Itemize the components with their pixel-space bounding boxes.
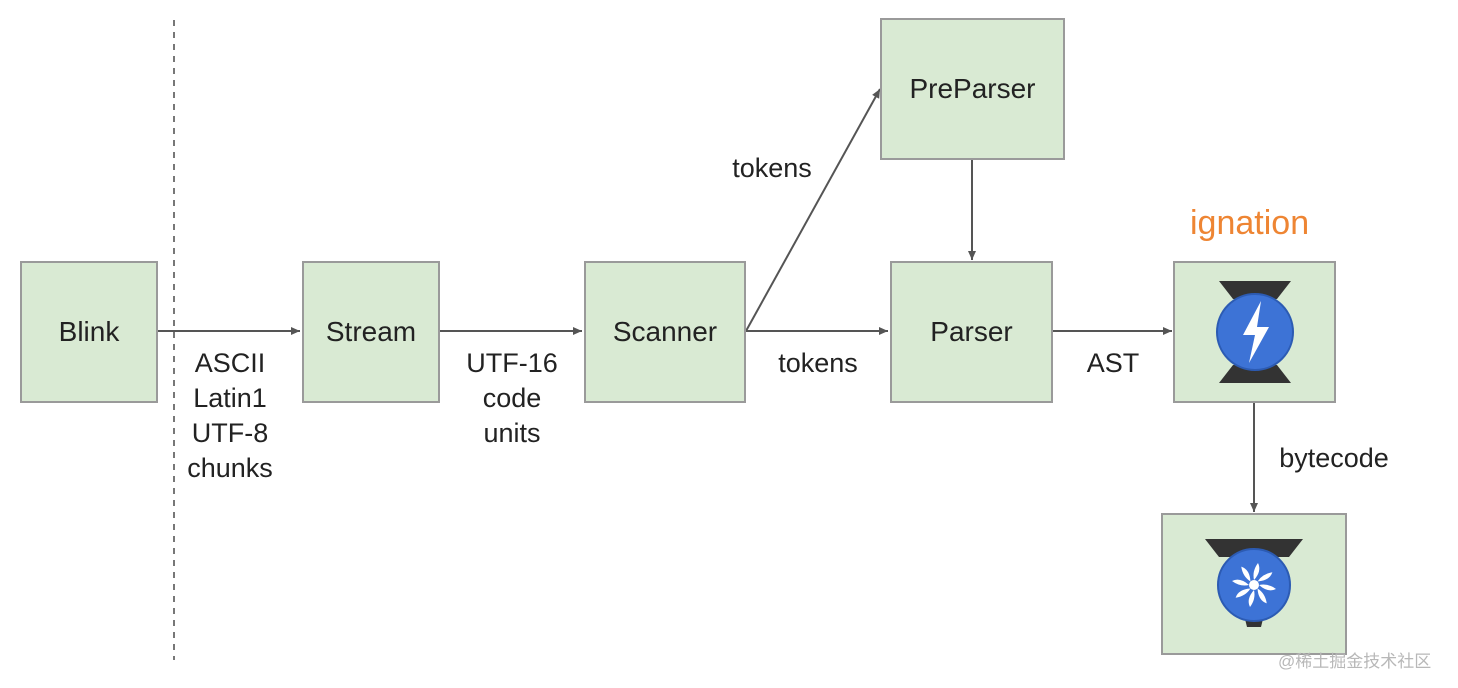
edge-label-scanner-parser: tokens: [778, 348, 858, 378]
ignition-heading: ignation: [1190, 204, 1310, 242]
node-parser-label: Parser: [930, 316, 1013, 347]
arrow-scanner-preparser: [745, 88, 881, 332]
edge-label-scanner-preparser: tokens: [732, 153, 812, 183]
node-blink: Blink: [20, 261, 158, 403]
edge-label-line: UTF-16: [466, 348, 558, 378]
node-blink-label: Blink: [58, 316, 120, 347]
node-preparser: PreParser: [880, 18, 1065, 160]
node-turbofan: [1161, 513, 1347, 655]
node-ignition: [1173, 261, 1336, 403]
edge-label-line: ASCII: [194, 348, 266, 378]
node-scanner-label: Scanner: [612, 316, 718, 347]
node-parser: Parser: [890, 261, 1053, 403]
edge-label-line: code: [482, 383, 542, 413]
watermark: @稀土掘金技术社区: [1278, 652, 1432, 671]
turbofan-logo-icon: [1205, 539, 1303, 627]
edge-label-blink-stream: ASCII Latin1 UTF-8 chunks: [170, 346, 290, 486]
node-preparser-label: PreParser: [909, 73, 1036, 104]
ignition-logo-icon: [1215, 281, 1294, 383]
edge-label-ignition-turbofan: bytecode: [1279, 443, 1389, 473]
node-stream: Stream: [302, 261, 440, 403]
edge-label-line: Latin1: [193, 383, 267, 413]
edge-label-line: units: [483, 418, 541, 448]
edge-label-line: UTF-8: [191, 418, 269, 448]
edge-label-line: chunks: [187, 453, 273, 483]
edge-label-stream-scanner: UTF-16 code units: [452, 346, 572, 451]
node-scanner: Scanner: [584, 261, 746, 403]
node-stream-label: Stream: [325, 316, 417, 347]
edge-label-parser-ignition: AST: [1086, 348, 1140, 378]
